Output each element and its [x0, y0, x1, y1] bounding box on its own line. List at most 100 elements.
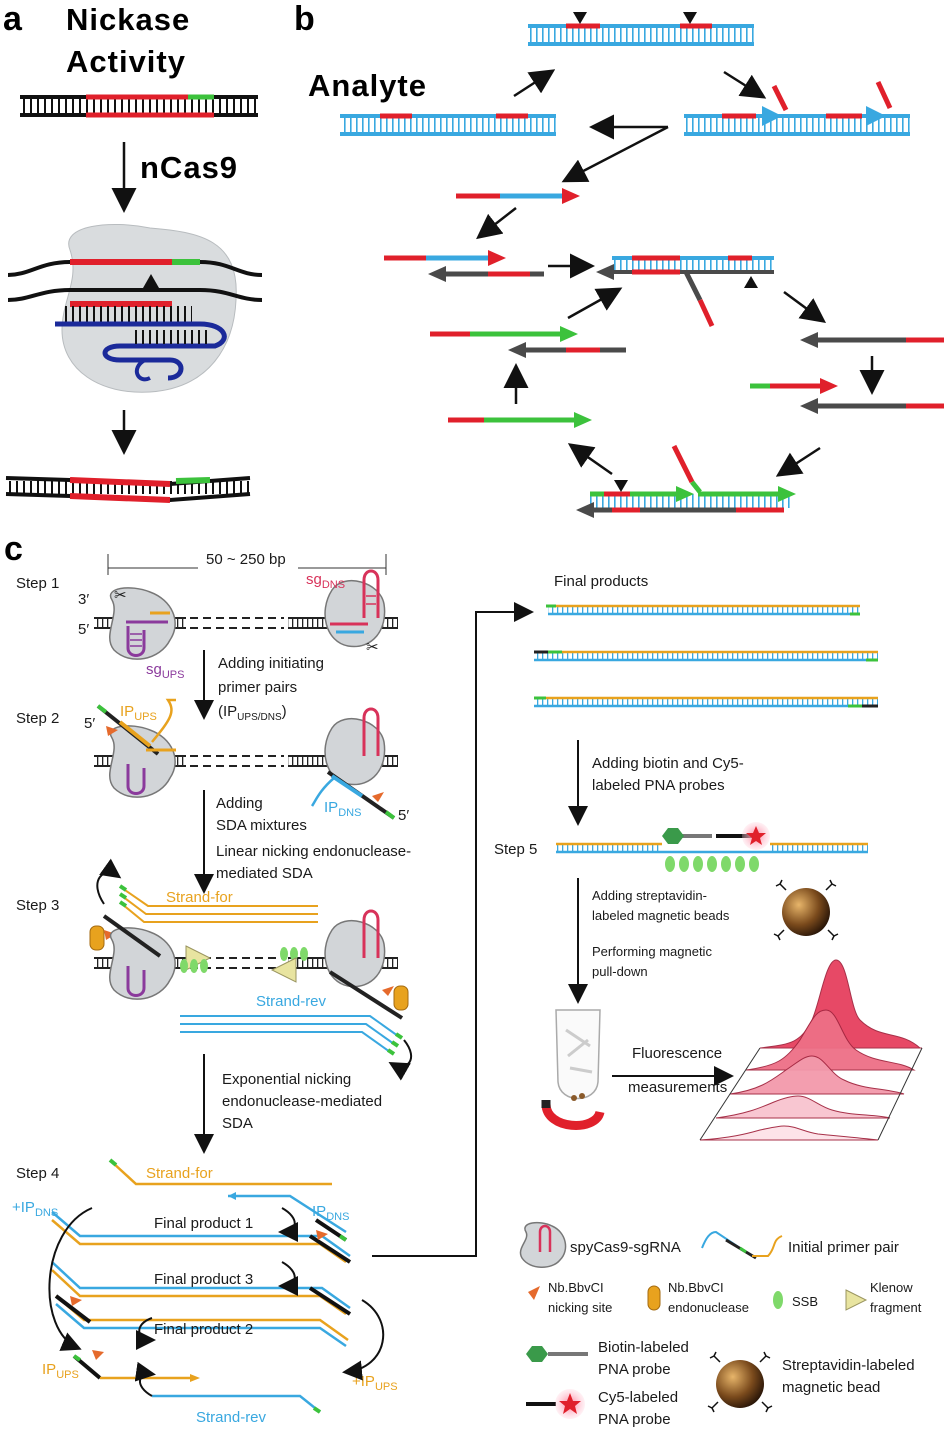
step1-note-line1: Adding initiating [218, 655, 324, 672]
nick-triangle-icon [143, 274, 159, 288]
panel-c-letter: c [4, 530, 23, 568]
panel-a: a Nickase Activity nCas9 [3, 0, 263, 503]
legend-bead: Streptavidin-labeled magnetic bead [707, 1351, 915, 1413]
displaced-duplex [684, 80, 910, 136]
legend-bead-line2: magnetic bead [782, 1379, 880, 1396]
panel-b-letter: b [294, 0, 315, 38]
step-4-label: Step 4 [16, 1165, 59, 1182]
sg-ups-label: sgUPS [146, 661, 184, 681]
legend-cy5-line1: Cy5-labeled [598, 1389, 678, 1406]
step5-duplex [556, 822, 868, 872]
final-products-title: Final products [554, 573, 648, 590]
legend-ssb: SSB [773, 1291, 818, 1309]
legend-cas9-label: spyCas9-sgRNA [570, 1239, 681, 1256]
strand-for-label-step4: Strand-for [146, 1165, 213, 1182]
red-primer-right [750, 378, 944, 414]
strand-products [456, 188, 580, 204]
final-product-3-label: Final product 3 [154, 1271, 253, 1288]
step3-note-line2: endonuclease-mediated [222, 1093, 382, 1110]
scissors-icon: ✂ [366, 639, 379, 656]
bead-note-line2: labeled magnetic beads [592, 908, 730, 923]
enzyme-label: nCas9 [140, 150, 238, 185]
dark-strand-right [800, 332, 944, 348]
legend-biotin-line2: PNA probe [598, 1361, 671, 1378]
panel-b: b Analyte [294, 0, 944, 518]
legend-klenow: Klenow fragment [845, 1280, 922, 1315]
legend-primer-pair-label: Initial primer pair [788, 1239, 899, 1256]
legend-bead-line1: Streptavidin-labeled [782, 1357, 915, 1374]
legend-endonuclease: Nb.BbvCI endonuclease [647, 1280, 749, 1315]
ip-ups-label-step4: IPUPS [42, 1361, 79, 1381]
panel-c: c 50 ~ 250 bp Step 1 Step 2 Step 3 Step … [4, 530, 923, 1428]
fluorescence-spectra [699, 959, 923, 1141]
legend-primer-pair: Initial primer pair [701, 1230, 899, 1260]
ip-dns-label: IPDNS [324, 799, 361, 819]
legend-endonuclease-line2: endonuclease [668, 1300, 749, 1315]
step3-amplification: Strand-for [89, 858, 412, 1081]
step2-note2-line2: mediated SDA [216, 865, 313, 882]
step2-note-line2: SDA mixtures [216, 817, 307, 834]
final-product-2-label: Final product 2 [154, 1321, 253, 1338]
panel-a-letter: a [3, 0, 23, 38]
legend: spyCas9-sgRNA Initial primer pair Nb.Bbv… [519, 1221, 922, 1428]
step1-duplex: ✂ ✂ 3′ 5′ sgDNS sgUPS [78, 569, 398, 681]
step3-note-line3: SDA [222, 1115, 253, 1132]
legend-ssb-label: SSB [792, 1294, 818, 1309]
legend-nick-site-line1: Nb.BbvCI [548, 1280, 604, 1295]
bottom-duplex [576, 444, 796, 518]
step3-note-line1: Exponential nicking [222, 1071, 351, 1088]
ip-ups-label: IPUPS [120, 703, 157, 723]
legend-endonuclease-line1: Nb.BbvCI [668, 1280, 724, 1295]
span-label: 50 ~ 250 bp [206, 551, 286, 568]
magnetic-bead-icon [773, 879, 839, 941]
dna-nicked-product [5, 476, 251, 503]
five-prime-label-3: 5′ [398, 807, 409, 824]
five-prime-label-2: 5′ [84, 715, 95, 732]
legend-biotin-probe: Biotin-labeled PNA probe [526, 1339, 689, 1378]
three-prime-label: 3′ [78, 591, 89, 608]
strand-rev-label-step4: Strand-rev [196, 1409, 267, 1426]
legend-cy5-line2: PNA probe [598, 1411, 671, 1428]
plus-ip-ups-label: +IPUPS [352, 1373, 398, 1393]
hybrid-strand-left [384, 250, 544, 282]
legend-nick-site: Nb.BbvCI nicking site [528, 1280, 612, 1315]
step-5-label: Step 5 [494, 841, 537, 858]
step-1-label: Step 1 [16, 575, 59, 592]
step2-note-line1: Adding [216, 795, 263, 812]
fluor-note-line1: Fluorescence [632, 1045, 722, 1062]
ip-dns-label-step4: IPDNS [312, 1203, 349, 1223]
bead-note-line1: Adding streptavidin- [592, 888, 707, 903]
plus-ip-dns-label: +IPDNS [12, 1199, 58, 1219]
legend-nick-site-line2: nicking site [548, 1300, 612, 1315]
hybrid-duplex-center [596, 255, 774, 328]
strand-rev-label-step3: Strand-rev [256, 993, 327, 1010]
final-product-duplexes [534, 604, 878, 708]
legend-klenow-line2: fragment [870, 1300, 922, 1315]
strand-for-label-step3: Strand-for [166, 889, 233, 906]
dna-duplex-top [20, 94, 258, 118]
analyte-duplex [340, 113, 556, 136]
step1-note-line2: primer pairs [218, 679, 297, 696]
pulldown-note-line2: pull-down [592, 964, 648, 979]
panel-a-title-2: Activity [66, 44, 186, 79]
step-2-label: Step 2 [16, 710, 59, 727]
pulldown-note-line1: Performing magnetic [592, 944, 712, 959]
cas9-complex [7, 223, 263, 393]
green-strand-left [448, 412, 592, 428]
green-red-strands-left [430, 326, 626, 358]
final-product-1-label: Final product 1 [154, 1215, 253, 1232]
panel-a-title-1: Nickase [66, 2, 190, 37]
legend-cas9: spyCas9-sgRNA [519, 1221, 681, 1268]
top-duplex [528, 12, 754, 46]
five-prime-label: 5′ [78, 621, 89, 638]
scissors-icon: ✂ [114, 587, 127, 604]
legend-biotin-line1: Biotin-labeled [598, 1339, 689, 1356]
sg-dns-label: sgDNS [306, 571, 345, 591]
step2-note2-line1: Linear nicking endonuclease- [216, 843, 411, 860]
step-3-label: Step 3 [16, 897, 59, 914]
fluor-note-line2: measurements [628, 1079, 727, 1096]
step2-duplex: 5′ 5′ IPUPS IPDNS [84, 698, 409, 824]
analyte-label: Analyte [308, 68, 427, 103]
step4-products: Strand-for Final product 1 Final product… [12, 1158, 398, 1426]
